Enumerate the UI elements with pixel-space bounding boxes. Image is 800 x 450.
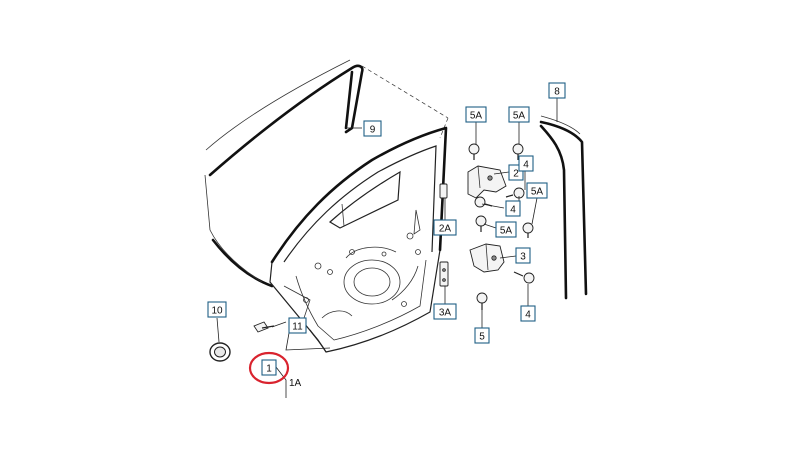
door-weatherstrip	[204, 59, 364, 288]
callout-10[interactable]: 10	[207, 301, 227, 318]
callout-3[interactable]: 3	[515, 247, 531, 264]
callout-4-mid[interactable]: 4	[505, 200, 521, 217]
upper-check-plate	[439, 183, 448, 199]
svg-text:5A: 5A	[500, 226, 513, 237]
svg-text:4: 4	[510, 205, 516, 216]
svg-text:4: 4	[525, 310, 531, 321]
svg-text:11: 11	[292, 322, 303, 333]
callout-8[interactable]: 8	[548, 82, 566, 99]
grommet	[209, 342, 231, 362]
callout-2a[interactable]: 2A	[433, 219, 457, 236]
highlight-circle	[248, 351, 290, 385]
callout-4-upper[interactable]: 4	[518, 155, 534, 172]
leader-lines	[216, 98, 558, 398]
callout-1[interactable]: 1	[261, 359, 277, 376]
upper-hinge	[467, 165, 507, 199]
svg-text:8: 8	[554, 87, 560, 98]
door-inner-panel	[269, 126, 448, 353]
callout-3a[interactable]: 3A	[433, 303, 457, 320]
svg-text:3: 3	[520, 252, 526, 263]
svg-text:5A: 5A	[470, 111, 483, 122]
bolt-5a-upper-left	[468, 143, 480, 160]
svg-text:5: 5	[479, 332, 485, 343]
label-1a: 1A	[289, 378, 302, 389]
lower-check-plate	[439, 261, 449, 287]
callout-11[interactable]: 11	[288, 317, 307, 334]
callout-9[interactable]: 9	[363, 120, 382, 137]
callout-5a-upper-right[interactable]: 5A	[508, 106, 530, 123]
lower-hinge	[469, 243, 505, 273]
bolt-4-upper	[505, 187, 525, 199]
trim-clip	[253, 321, 275, 333]
door-seal-strip	[539, 115, 588, 300]
svg-text:5A: 5A	[513, 111, 526, 122]
callout-5a-upper-left[interactable]: 5A	[465, 106, 487, 123]
svg-text:1: 1	[266, 364, 272, 375]
svg-text:4: 4	[523, 160, 529, 171]
bolt-5a-upper-right	[512, 143, 524, 160]
bolt-4-lower	[513, 271, 535, 284]
svg-text:2A: 2A	[439, 224, 452, 235]
callout-5[interactable]: 5	[474, 327, 490, 344]
svg-text:5A: 5A	[531, 187, 544, 198]
callout-5a-mid[interactable]: 5A	[495, 221, 517, 238]
svg-text:9: 9	[370, 125, 376, 136]
bolt-5a-mid-left	[475, 215, 487, 232]
callout-4-lower[interactable]: 4	[520, 305, 536, 322]
bolt-5a-mid-right	[522, 222, 534, 238]
callout-5a-right[interactable]: 5A	[526, 182, 548, 199]
svg-text:2: 2	[513, 169, 519, 180]
svg-text:10: 10	[211, 306, 223, 317]
svg-text:3A: 3A	[439, 308, 452, 319]
